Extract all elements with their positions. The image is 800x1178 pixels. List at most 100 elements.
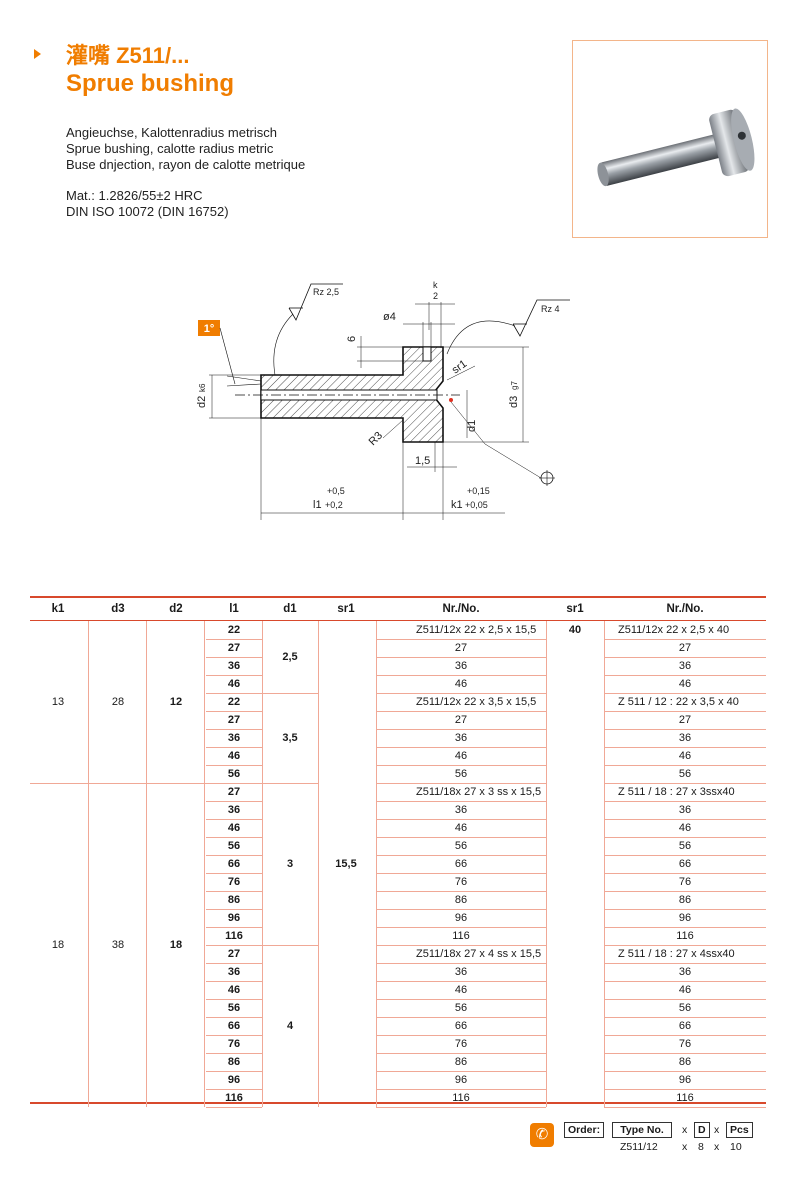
nr-no-cell: 76 bbox=[454, 876, 468, 888]
column-divider bbox=[262, 621, 263, 1107]
row-divider bbox=[206, 693, 262, 694]
d1-group-cell: 4 bbox=[286, 1020, 294, 1032]
row-divider bbox=[206, 801, 262, 802]
l1-cell: 86 bbox=[227, 894, 241, 906]
row-divider bbox=[376, 873, 546, 874]
nr-no-b-cell: 66 bbox=[678, 1020, 692, 1032]
g7-label: g7 bbox=[510, 381, 519, 390]
title-chinese: 灌嘴 Z511/... bbox=[66, 43, 190, 68]
column-divider bbox=[376, 621, 377, 1107]
nr-no-b-cell: Z 511 / 18 : 27 x 4ssx40 bbox=[618, 948, 735, 960]
header-sr1-b: sr1 bbox=[566, 603, 584, 615]
standard-spec: DIN ISO 10072 (DIN 16752) bbox=[66, 204, 229, 219]
row-divider bbox=[206, 657, 262, 658]
material-spec: Mat.: 1.2826/55±2 HRC bbox=[66, 188, 203, 203]
nr-no-cell: 76 bbox=[454, 1038, 468, 1050]
header-nr-no-b: Nr./No. bbox=[666, 603, 704, 615]
group-divider bbox=[30, 783, 206, 784]
row-divider bbox=[206, 675, 262, 676]
row-divider bbox=[376, 657, 546, 658]
product-description: Angieuchse, Kalottenradius metrisch Spru… bbox=[66, 125, 305, 220]
row-divider bbox=[206, 1089, 262, 1090]
nr-no-cell: 86 bbox=[454, 894, 468, 906]
l1-cell: 36 bbox=[227, 804, 241, 816]
row-divider bbox=[604, 765, 766, 766]
row-divider bbox=[604, 639, 766, 640]
row-divider bbox=[604, 711, 766, 712]
nr-no-b-cell: 56 bbox=[678, 840, 692, 852]
nr-no-b-cell: 27 bbox=[678, 642, 692, 654]
nr-no-b-cell: 36 bbox=[678, 966, 692, 978]
row-divider bbox=[604, 1107, 766, 1108]
row-divider bbox=[376, 729, 546, 730]
l1-cell: 56 bbox=[227, 840, 241, 852]
row-divider bbox=[206, 909, 262, 910]
row-divider bbox=[604, 963, 766, 964]
sr1-cell: 15,5 bbox=[335, 858, 357, 870]
nr-no-b-cell: 66 bbox=[678, 858, 692, 870]
d1-group-cell: 3 bbox=[286, 858, 294, 870]
l1-cell: 46 bbox=[227, 984, 241, 996]
l1-cell: 22 bbox=[227, 696, 241, 708]
l1-cell: 36 bbox=[227, 966, 241, 978]
row-divider bbox=[206, 1107, 262, 1108]
header-sr1: sr1 bbox=[337, 603, 355, 615]
row-divider bbox=[376, 909, 546, 910]
row-divider bbox=[376, 927, 546, 928]
nr-no-cell: Z511/18x 27 x 3 ss x 15,5 bbox=[416, 786, 542, 798]
row-divider bbox=[206, 765, 262, 766]
l1-cell: 46 bbox=[227, 750, 241, 762]
order-example-d: 8 bbox=[698, 1141, 704, 1153]
row-divider bbox=[206, 783, 262, 784]
description-french: Buse dnjection, rayon de calotte metriqu… bbox=[66, 157, 306, 172]
d2-group-cell: 18 bbox=[169, 939, 183, 951]
nr-no-b-cell: Z511/12x 22 x 2,5 x 40 bbox=[618, 624, 730, 636]
d1-label: d1 bbox=[466, 420, 478, 432]
nr-no-cell: 27 bbox=[454, 714, 468, 726]
row-divider bbox=[376, 747, 546, 748]
phone-icon: ✆ bbox=[530, 1123, 554, 1147]
row-divider bbox=[206, 747, 262, 748]
nr-no-cell: 96 bbox=[454, 912, 468, 924]
d1-group-cell: 2,5 bbox=[282, 651, 298, 663]
l1-cell: 27 bbox=[227, 786, 241, 798]
row-divider bbox=[206, 819, 262, 820]
nr-no-b-cell: 46 bbox=[678, 678, 692, 690]
row-divider bbox=[206, 639, 262, 640]
column-divider bbox=[88, 621, 89, 1107]
d3-group-cell: 28 bbox=[111, 696, 125, 708]
nr-no-cell: 27 bbox=[454, 642, 468, 654]
row-divider bbox=[376, 675, 546, 676]
row-divider bbox=[604, 999, 766, 1000]
header-k1: k1 bbox=[51, 603, 65, 615]
nr-no-b-cell: 116 bbox=[676, 930, 694, 942]
l1-cell: 66 bbox=[227, 858, 241, 870]
l1-cell: 27 bbox=[227, 642, 241, 654]
row-divider bbox=[376, 837, 546, 838]
row-divider bbox=[376, 639, 546, 640]
nr-no-b-cell: 76 bbox=[678, 876, 692, 888]
row-divider bbox=[206, 963, 262, 964]
row-divider bbox=[376, 801, 546, 802]
nr-no-cell: Z511/12x 22 x 3,5 x 15,5 bbox=[416, 696, 537, 708]
row-divider bbox=[376, 1035, 546, 1036]
l1-cell: 56 bbox=[227, 768, 241, 780]
row-divider bbox=[604, 981, 766, 982]
row-divider bbox=[206, 1053, 262, 1054]
description-english: Sprue bushing, calotte radius metric bbox=[66, 141, 274, 156]
l1-cell: 22 bbox=[227, 624, 241, 636]
order-label: Order: bbox=[564, 1122, 605, 1138]
l1-cell: 27 bbox=[227, 714, 241, 726]
nr-no-cell: 96 bbox=[454, 1074, 468, 1086]
k1-group-cell: 13 bbox=[51, 696, 65, 708]
nr-no-b-cell: Z 511 / 18 : 27 x 3ssx40 bbox=[618, 786, 735, 798]
row-divider bbox=[376, 981, 546, 982]
header-d3: d3 bbox=[111, 603, 125, 615]
row-divider bbox=[206, 999, 262, 1000]
nr-no-b-cell: 46 bbox=[678, 822, 692, 834]
l1-cell: 76 bbox=[227, 1038, 241, 1050]
d1-group-divider bbox=[262, 693, 318, 694]
nr-no-cell: 36 bbox=[454, 732, 468, 744]
roughness-rz4-label: Rz 4 bbox=[541, 304, 560, 314]
nr-no-b-cell: 86 bbox=[678, 1056, 692, 1068]
